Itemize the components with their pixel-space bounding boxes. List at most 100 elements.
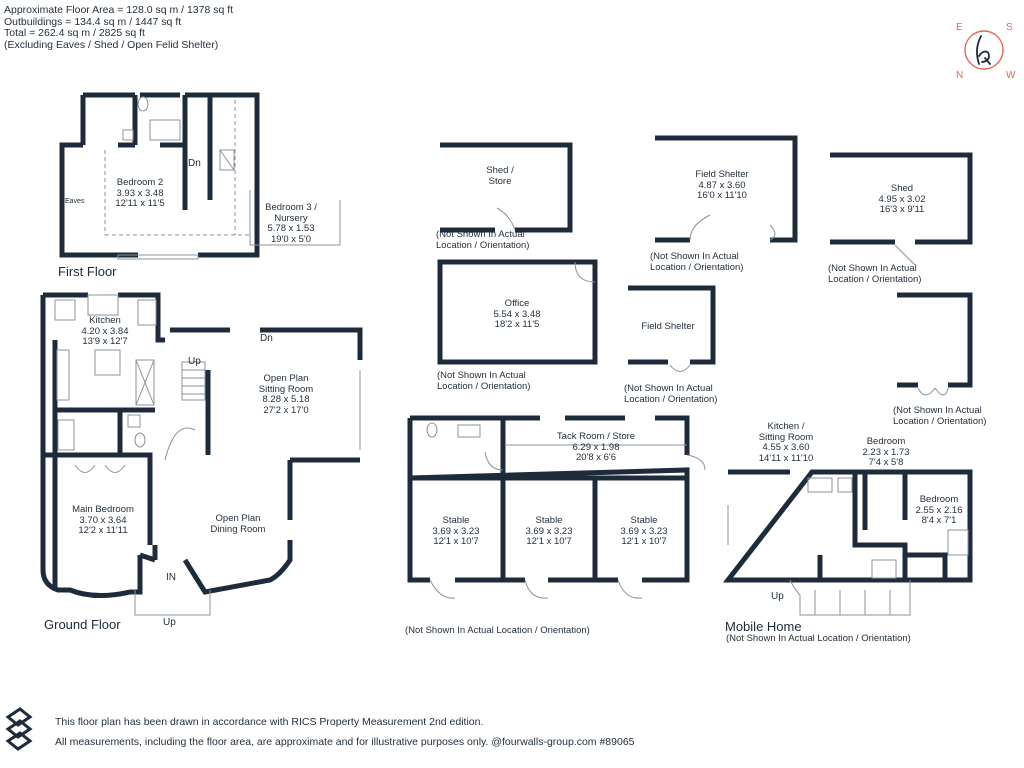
room-metric: 4.87 x 3.60 (698, 179, 746, 191)
note-line: Location / Orientation) (828, 274, 922, 285)
shed-note: (Not Shown In Actual Location / Orientat… (828, 263, 921, 285)
eaves-label: Eaves (65, 198, 85, 205)
field-shelter-1-note: (Not Shown In Actual Location / Orientat… (650, 251, 743, 273)
note-line: Location / Orientation) (893, 416, 987, 427)
room-main-bedroom: Main Bedroom 3.70 x 3.64 12'2 x 11'11 (72, 504, 134, 537)
outbuildings-area-line: Outbuildings = 134.4 sq m / 1447 sq ft (4, 15, 182, 28)
room-shed-store: Shed / Store (486, 165, 514, 187)
room-metric: 3.70 x 3.64 (79, 514, 127, 526)
room-name: Tack Room / Store (556, 431, 636, 442)
room-name: Bedroom 2 (116, 177, 164, 188)
room-field-shelter-1: Field Shelter 4.87 x 3.60 16'0 x 11'10 (695, 169, 749, 202)
room-name: Open Plan (215, 513, 261, 524)
room-name: Main Bedroom (72, 504, 134, 515)
floor-area-summary: Approximate Floor Area = 128.0 sq m / 13… (4, 4, 234, 51)
room-imperial: 12'2 x 11'11 (78, 525, 128, 536)
compass-e: E (956, 22, 963, 33)
first-floor-walls (59, 92, 260, 258)
room-kitchen: Kitchen 4.20 x 3.84 13'9 x 12'7 (81, 315, 129, 348)
room-imperial: 12'1 x 10'7 (433, 536, 479, 547)
field-shelter-2-note: (Not Shown In Actual Location / Orientat… (624, 383, 717, 405)
room-imperial: 12'11 x 11'5 (115, 198, 165, 209)
ground-floor-walls (40, 292, 363, 598)
room-imperial: 7'4 x 5'8 (868, 457, 904, 468)
room-name: Kitchen / (767, 421, 805, 432)
room-imperial: 19'0 x 5'0 (270, 233, 312, 245)
room-metric: 3.93 x 3.48 (116, 187, 164, 199)
first-floor-label: First Floor (58, 264, 117, 279)
room-imperial: 14'11 x 11'10 (758, 452, 814, 464)
room-bedroom-2: Bedroom 2 3.93 x 3.48 12'11 x 11'5 (115, 177, 165, 210)
exclusions-line: (Excluding Eaves / Shed / Open Felid She… (4, 38, 219, 51)
room-metric: 4.95 x 3.02 (878, 193, 926, 205)
note-line: (Not Shown In Actual (650, 251, 739, 262)
room-name-2: Dining Room (210, 523, 266, 535)
mobile-home-note: (Not Shown In Actual Location / Orientat… (726, 633, 911, 644)
room-imperial: 13'9 x 12'7 (82, 336, 128, 347)
compass-w: W (1006, 70, 1016, 81)
room-imperial: 18'2 x 11'5 (494, 319, 540, 330)
room-stable-3: Stable 3.69 x 3.23 12'1 x 10'7 (620, 515, 668, 548)
note-line: Location / Orientation) (624, 394, 718, 405)
note-line: (Not Shown In Actual (624, 383, 713, 394)
room-stable-2: Stable 3.69 x 3.23 12'1 x 10'7 (525, 515, 573, 548)
room-tack-room: Tack Room / Store 6.29 x 1.98 20'8 x 6'6 (556, 431, 636, 464)
room-name: Bedroom (866, 436, 906, 447)
ground-floor-label: Ground Floor (44, 617, 121, 632)
room-metric: 4.55 x 3.60 (762, 442, 810, 453)
note-line: (Not Shown In Actual (893, 405, 982, 416)
room-imperial: 20'8 x 6'6 (575, 452, 617, 463)
room-name: Stable (535, 515, 563, 526)
rics-statement: This floor plan has been drawn in accord… (55, 716, 484, 728)
up-label: Up (771, 591, 784, 602)
room-imperial: 16'0 x 11'10 (697, 190, 747, 201)
room-mobile-bedroom: Bedroom 2.55 x 2.16 8'4 x 7'1 (915, 494, 963, 527)
room-dining-room: Open Plan Dining Room (210, 513, 266, 535)
room-metric: 2.23 x 1.73 (862, 446, 910, 458)
note-line: (Not Shown In Actual (437, 370, 526, 381)
note-line: Location / Orientation) (437, 381, 531, 392)
room-metric: 3.69 x 3.23 (525, 525, 573, 537)
room-metric: 6.29 x 1.98 (572, 441, 620, 453)
floor-area-line: Approximate Floor Area = 128.0 sq m / 13… (4, 4, 234, 16)
total-area-line: Total = 262.4 sq m / 2825 sq ft (4, 27, 145, 39)
in-label: IN (166, 572, 176, 583)
note-line: (Not Shown In Actual (828, 263, 917, 274)
room-name: Shed (890, 183, 914, 194)
room-mobile-kitchen: Kitchen / Sitting Room 4.55 x 3.60 14'11… (758, 421, 814, 464)
room-name: Open Plan (263, 373, 309, 384)
room-name-2: Sitting Room (758, 431, 814, 443)
compass-icon: E S N W (952, 20, 1016, 84)
room-metric: 5.54 x 3.48 (493, 308, 541, 320)
room-imperial: 12'1 x 10'7 (526, 536, 572, 547)
room-metric: 3.69 x 3.23 (432, 525, 480, 537)
fourwalls-logo-icon (5, 707, 33, 751)
room-metric: 2.55 x 2.16 (915, 504, 963, 516)
room-metric: 4.20 x 3.84 (81, 325, 129, 337)
note-line: (Not Shown In Actual (436, 229, 525, 240)
room-metric: 5.78 x 1.53 (267, 223, 315, 234)
room-imperial: 27'2 x 17'0 (263, 404, 309, 416)
shed-store-note: (Not Shown In Actual Location / Orientat… (436, 229, 529, 251)
room-name: Office (504, 298, 530, 309)
room-name: Shed / (486, 165, 514, 176)
room-mobile-bedroom-small: Bedroom 2.23 x 1.73 7'4 x 5'8 (862, 436, 910, 469)
dn-label: Dn (188, 158, 201, 169)
room-bedroom-3: Bedroom 3 / Nursery 5.78 x 1.53 19'0 x 5… (265, 202, 317, 245)
room-office: Office 5.54 x 3.48 18'2 x 11'5 (493, 298, 541, 331)
room-metric: 3.69 x 3.23 (620, 525, 668, 537)
room-name: Kitchen (89, 315, 121, 326)
dn-label: Dn (260, 333, 273, 344)
room-name: Field Shelter (641, 321, 695, 332)
room-name: Field Shelter (695, 169, 749, 180)
room-name: Stable (630, 515, 658, 526)
unnamed-shed-note: (Not Shown In Actual Location / Orientat… (893, 405, 986, 427)
room-field-shelter-2: Field Shelter (641, 321, 695, 333)
room-stable-1: Stable 3.69 x 3.23 12'1 x 10'7 (432, 515, 480, 548)
room-name: Bedroom (919, 494, 959, 505)
room-imperial: 16'3 x 9'11 (879, 204, 925, 215)
compass-s: S (1006, 22, 1013, 33)
room-name: Stable (442, 515, 470, 526)
room-sitting-room: Open Plan Sitting Room 8.28 x 5.18 27'2 … (259, 373, 313, 416)
stables-note: (Not Shown In Actual Location / Orientat… (405, 625, 590, 636)
